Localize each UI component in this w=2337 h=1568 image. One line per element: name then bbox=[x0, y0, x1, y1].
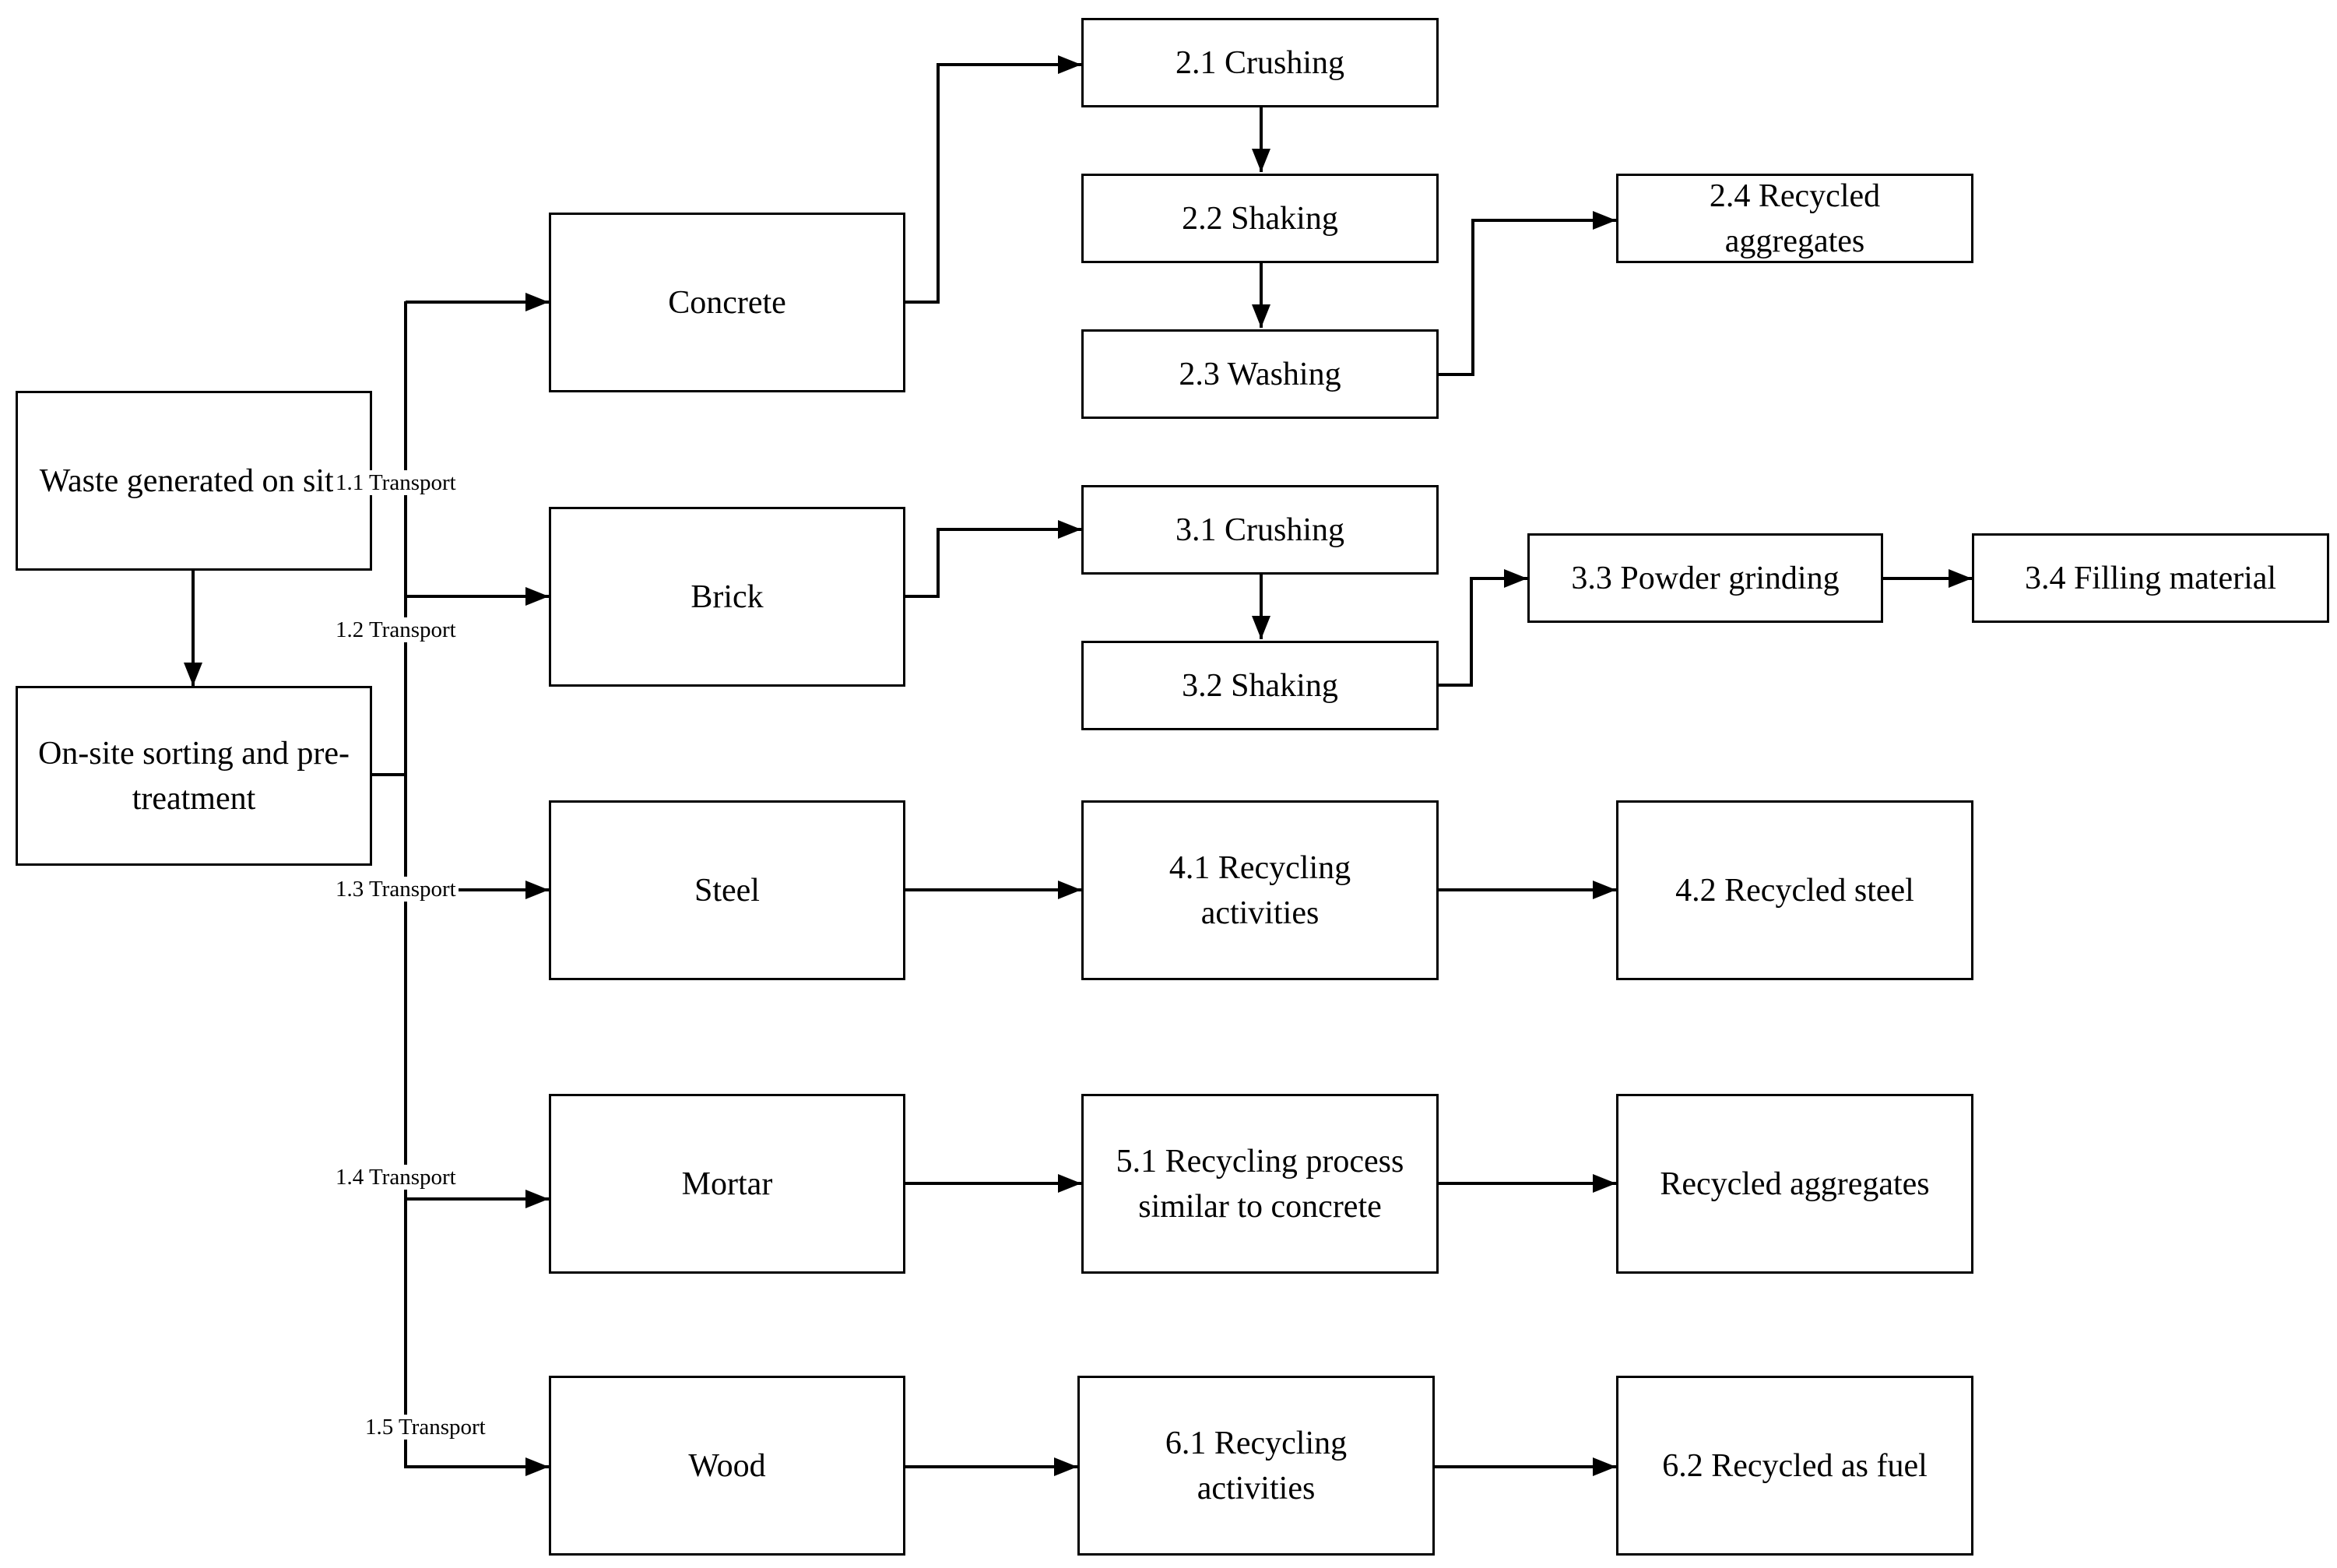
node-label: 6.2 Recycled as fuel bbox=[1662, 1447, 1928, 1484]
node-mortar-recycled-aggregates: Recycled aggregates bbox=[1616, 1094, 1973, 1274]
arrow-concrete-to-crushing bbox=[905, 55, 1081, 304]
node-label: 2.1 Crushing bbox=[1175, 44, 1344, 81]
node-label: 3.2 Shaking bbox=[1182, 667, 1338, 704]
node-label: 6.1 Recycling activities bbox=[1165, 1425, 1348, 1506]
node-concrete-crushing: 2.1 Crushing bbox=[1081, 18, 1439, 107]
node-brick: Brick bbox=[549, 507, 905, 687]
arrow-washing-to-recycled-aggregates bbox=[1439, 211, 1616, 376]
edge-label-transport-5: 1.5 Transport bbox=[363, 1415, 488, 1440]
node-label: 2.4 Recycled aggregates bbox=[1709, 178, 1881, 259]
node-label: 3.4 Filling material bbox=[2024, 560, 2277, 596]
node-concrete: Concrete bbox=[549, 213, 905, 392]
node-filling-material: 3.4 Filling material bbox=[1972, 533, 2329, 623]
node-wood-recycling: 6.1 Recycling activities bbox=[1077, 1376, 1435, 1556]
node-wood: Wood bbox=[549, 1376, 905, 1556]
node-label: 2.2 Shaking bbox=[1182, 200, 1338, 237]
node-label: On-site sorting and pre-treatment bbox=[37, 735, 350, 817]
node-brick-crushing: 3.1 Crushing bbox=[1081, 485, 1439, 575]
node-label: Steel bbox=[694, 872, 760, 909]
node-powder-grinding: 3.3 Powder grinding bbox=[1527, 533, 1883, 623]
node-label: 5.1 Recycling process similar to concret… bbox=[1116, 1143, 1404, 1225]
node-label: Recycled aggregates bbox=[1660, 1165, 1930, 1202]
node-label: Waste generated on site bbox=[39, 462, 349, 499]
edge-label-transport-4: 1.4 Transport bbox=[333, 1165, 459, 1190]
edge-label-transport-1: 1.1 Transport bbox=[333, 470, 459, 495]
node-steel: Steel bbox=[549, 800, 905, 980]
node-recycled-steel: 4.2 Recycled steel bbox=[1616, 800, 1973, 980]
node-concrete-washing: 2.3 Washing bbox=[1081, 329, 1439, 419]
node-recycled-aggregates: 2.4 Recycled aggregates bbox=[1616, 174, 1973, 263]
node-mortar: Mortar bbox=[549, 1094, 905, 1274]
edge-label-transport-2: 1.2 Transport bbox=[333, 617, 459, 642]
node-recycled-as-fuel: 6.2 Recycled as fuel bbox=[1616, 1376, 1973, 1556]
edge-label-transport-3: 1.3 Transport bbox=[333, 877, 459, 902]
node-label: Brick bbox=[691, 578, 764, 615]
node-label: Mortar bbox=[681, 1165, 773, 1202]
node-steel-recycling: 4.1 Recycling activities bbox=[1081, 800, 1439, 980]
node-brick-shaking: 3.2 Shaking bbox=[1081, 641, 1439, 730]
node-label: Concrete bbox=[668, 284, 786, 321]
node-waste-generated: Waste generated on site bbox=[16, 391, 372, 571]
node-label: 4.1 Recycling activities bbox=[1168, 849, 1351, 931]
node-label: 3.1 Crushing bbox=[1175, 512, 1344, 548]
arrow-shaking-to-powder-grinding bbox=[1439, 569, 1527, 687]
arrow-brick-to-crushing bbox=[905, 520, 1081, 598]
node-label: 2.3 Washing bbox=[1179, 356, 1341, 392]
node-onsite-sorting: On-site sorting and pre-treatment bbox=[16, 686, 372, 866]
node-label: 4.2 Recycled steel bbox=[1675, 872, 1914, 909]
node-concrete-shaking: 2.2 Shaking bbox=[1081, 174, 1439, 263]
node-label: Wood bbox=[688, 1447, 766, 1484]
node-mortar-recycling: 5.1 Recycling process similar to concret… bbox=[1081, 1094, 1439, 1274]
node-label: 3.3 Powder grinding bbox=[1571, 560, 1840, 596]
